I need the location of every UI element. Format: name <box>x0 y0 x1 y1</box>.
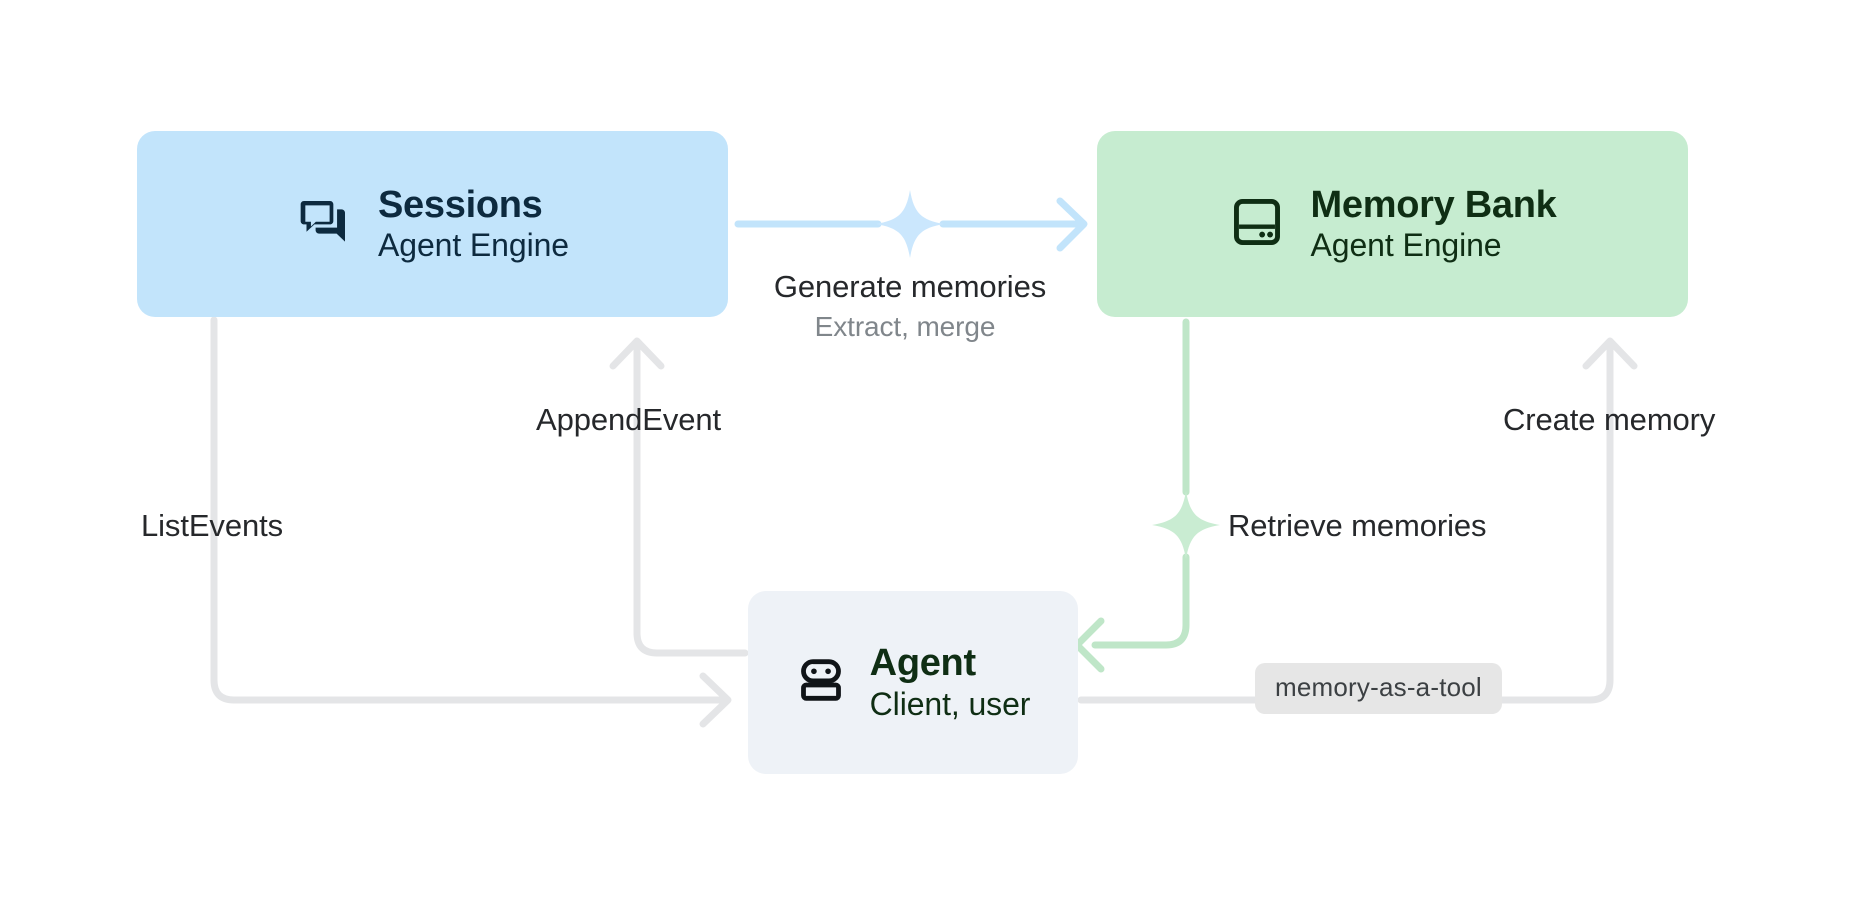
node-memory-bank-title: Memory Bank <box>1310 183 1557 226</box>
sparkle-icon-green <box>1152 491 1220 559</box>
chat-bubbles-icon <box>296 194 352 255</box>
node-memory-bank-subtitle: Agent Engine <box>1310 227 1502 264</box>
node-sessions-subtitle: Agent Engine <box>378 227 569 264</box>
edge-retrieve-memories <box>1073 318 1220 673</box>
edge-sublabel-extract-merge: Extract, merge <box>814 311 996 342</box>
node-agent-subtitle: Client, user <box>869 685 1031 722</box>
edge-append-event <box>609 337 749 657</box>
node-agent[interactable]: Agent Client, user <box>748 591 1078 774</box>
edge-label-generate-memories: Generate memories <box>773 269 1047 304</box>
node-sessions-title: Sessions <box>378 183 543 226</box>
edge-label-retrieve-memories: Retrieve memories <box>1228 508 1487 543</box>
robot-icon <box>796 655 846 710</box>
sparkle-icon-blue <box>876 190 944 258</box>
edge-list-events <box>210 316 732 728</box>
node-memory-bank[interactable]: Memory Bank Agent Engine <box>1097 131 1688 317</box>
badge-memory-as-a-tool: memory-as-a-tool <box>1255 663 1502 714</box>
edge-label-list-events: ListEvents <box>141 508 284 543</box>
edge-generate-memories <box>734 190 1088 258</box>
edge-label-create-memory: Create memory <box>1503 402 1716 437</box>
edge-create-memory <box>1077 337 1638 704</box>
edge-label-append-event: AppendEvent <box>536 402 722 437</box>
node-sessions[interactable]: Sessions Agent Engine <box>137 131 728 317</box>
storage-database-icon <box>1229 194 1285 255</box>
node-agent-title: Agent <box>869 642 976 685</box>
